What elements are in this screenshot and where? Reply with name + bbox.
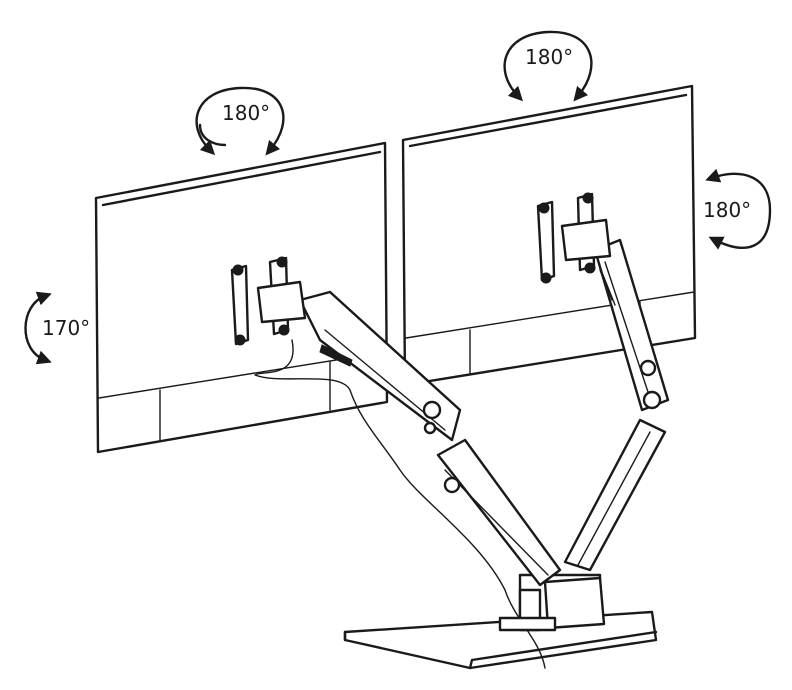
right-vesa-mount-icon <box>536 192 612 284</box>
tilt-arrow-icon: 170° <box>24 291 90 365</box>
right-side-rotation-label: 180° <box>703 198 751 222</box>
left-top-rotation-label: 180° <box>222 101 270 125</box>
left-side-rotation-label: 170° <box>42 316 90 340</box>
rotate-arrow-icon: 180° <box>195 86 285 156</box>
rotate-arrow-icon: 180° <box>703 168 772 250</box>
left-arm <box>298 290 562 587</box>
right-top-rotation-label: 180° <box>525 45 573 69</box>
right-arm <box>563 238 670 572</box>
rotate-arrow-icon: 180° <box>503 30 593 102</box>
clamp <box>498 573 606 632</box>
left-vesa-mount-icon <box>230 256 307 346</box>
